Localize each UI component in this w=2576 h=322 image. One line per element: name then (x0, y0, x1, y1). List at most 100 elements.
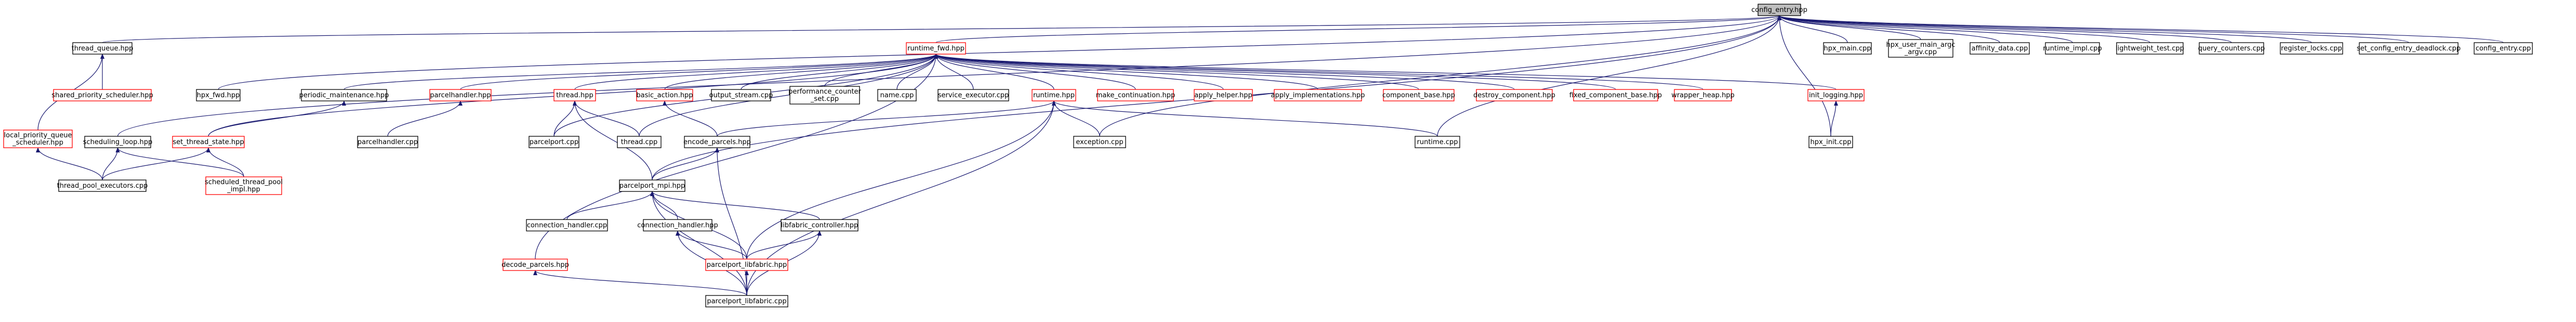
node-init-logging-hpp[interactable]: init_logging.hpp (1807, 89, 1865, 101)
node-scheduled-thread-pool-impl-hpp[interactable]: scheduled_thread_pool_impl.hpp (205, 176, 283, 195)
node-runtime-hpp[interactable]: runtime.hpp (1032, 89, 1076, 101)
node-box (643, 219, 712, 231)
edge-connection-handler-cpp-to-parcelport-mpi-hpp (566, 191, 654, 220)
edge-exception-cpp-to-runtime-hpp (1052, 100, 1100, 137)
node-box (2045, 42, 2100, 55)
node-make-continuation-hpp[interactable]: make_continuation.hpp (1096, 89, 1175, 101)
node-box (1476, 89, 1553, 101)
node-label: destroy_component.hpp (1473, 92, 1555, 99)
node-shared-priority-scheduler-hpp[interactable]: shared_priority_scheduler.hpp (51, 89, 153, 101)
node-box (301, 89, 387, 101)
edge-runtime-hpp-to-runtime-fwd-hpp (934, 54, 1054, 90)
edge-affinity-data-cpp-to-config-entry-hpp (1777, 15, 2000, 43)
node-parcelhandler-hpp[interactable]: parcelhandler.hpp (429, 89, 492, 101)
node-thread-queue-hpp[interactable]: thread_queue.hpp (72, 42, 134, 55)
edge-thread-pool-executors-cpp-to-set-thread-state-hpp (102, 147, 210, 181)
node-label: affinity_data.cpp (1972, 45, 2028, 53)
node-apply-implementations-hpp[interactable]: apply_implementations.hpp (1271, 89, 1365, 101)
node-box (2116, 42, 2184, 55)
node-parcelport-cpp[interactable]: parcelport.cpp (529, 136, 579, 148)
node-label: connection_handler.hpp (637, 222, 718, 229)
node-performance-counter-set-cpp[interactable]: performance_counter_set.cpp (788, 86, 862, 105)
edge-apply-implementations-hpp-to-runtime-fwd-hpp (934, 54, 1318, 90)
node-encode-parcels-hpp[interactable]: encode_parcels.hpp (683, 136, 751, 148)
node-apply-helper-hpp[interactable]: apply_helper.hpp (1194, 89, 1253, 101)
node-periodic-maintenance-hpp[interactable]: periodic_maintenance.hpp (299, 89, 389, 101)
node-hpx-user-main-argc-argv-cpp[interactable]: hpx_user_main_argc_argv.cpp (1886, 39, 1956, 58)
node-config-entry-cpp[interactable]: config_entry.cpp (2474, 42, 2533, 55)
node-box (1807, 89, 1865, 101)
node-register-locks-cpp[interactable]: register_locks.cpp (2280, 42, 2343, 55)
node-fixed-component-base-hpp[interactable]: fixed_component_base.hpp (1569, 89, 1662, 101)
node-label: lightweight_test.cpp (2116, 45, 2184, 53)
edge-scheduled-thread-pool-impl-hpp-to-scheduling-loop-hpp (115, 147, 244, 177)
node-config-entry-hpp[interactable]: config_entry.hpp (1751, 4, 1807, 16)
edge-lightweight-test-cpp-to-config-entry-hpp (1777, 15, 2150, 43)
node-set-config-entry-deadlock-cpp[interactable]: set_config_entry_deadlock.cpp (2357, 42, 2461, 55)
graph-nodes: config_entry.hpp thread_queue.hpp shared_p… (3, 4, 2533, 307)
node-label: periodic_maintenance.hpp (299, 92, 389, 99)
node-hpx-main-cpp[interactable]: hpx_main.cpp (1823, 42, 1872, 55)
node-box (636, 89, 693, 101)
node-component-base-hpp[interactable]: component_base.hpp (1382, 89, 1455, 101)
node-scheduling-loop-hpp[interactable]: scheduling_loop.hpp (83, 136, 153, 148)
node-service-executor-cpp[interactable]: service_executor.cpp (937, 89, 1009, 101)
edge-exception-cpp-to-config-entry-hpp (1099, 15, 1781, 137)
node-thread-pool-executors-cpp[interactable]: thread_pool_executors.cpp (57, 179, 148, 192)
node-box (705, 259, 788, 271)
node-parcelhandler-cpp[interactable]: parcelhandler.cpp (357, 136, 418, 148)
node-query-counters-cpp[interactable]: query_counters.cpp (2198, 42, 2265, 55)
node-destroy-component-hpp[interactable]: destroy_component.hpp (1473, 89, 1555, 101)
node-runtime-impl-cpp[interactable]: runtime_impl.cpp (2043, 42, 2102, 55)
node-label: exception.cpp (1076, 138, 1123, 146)
edge-libfabric-controller-hpp-to-parcelport-mpi-hpp (650, 191, 820, 220)
node-affinity-data-cpp[interactable]: affinity_data.cpp (1970, 42, 2030, 55)
node-label: config_entry.cpp (2476, 45, 2531, 53)
node-runtime-cpp[interactable]: runtime.cpp (1415, 136, 1460, 148)
node-parcelport-libfabric-hpp[interactable]: parcelport_libfabric.hpp (705, 259, 788, 271)
node-lightweight-test-cpp[interactable]: lightweight_test.cpp (2116, 42, 2184, 55)
node-output-stream-cpp[interactable]: output_stream.cpp (709, 89, 773, 101)
node-label: component_base.hpp (1382, 92, 1455, 99)
node-connection-handler-cpp[interactable]: connection_handler.cpp (526, 219, 608, 231)
edge-basic-action-hpp-to-runtime-fwd-hpp (664, 54, 938, 90)
node-exception-cpp[interactable]: exception.cpp (1073, 136, 1126, 148)
node-local-priority-queue-scheduler-hpp[interactable]: local_priority_queue_scheduler.hpp (3, 130, 73, 148)
node-set-thread-state-hpp[interactable]: set_thread_state.hpp (172, 136, 245, 148)
node-hpx-init-cpp[interactable]: hpx_init.cpp (1808, 136, 1853, 148)
edge-thread-cpp-to-thread-hpp (573, 100, 640, 137)
node-box (529, 136, 579, 148)
edge-scheduling-loop-hpp-to-config-entry-hpp (117, 15, 1781, 137)
edge-parcelport-libfabric-hpp-to-connection-handler-hpp (676, 230, 747, 260)
node-label: _impl.hpp (227, 186, 260, 194)
node-label: shared_priority_scheduler.hpp (51, 92, 153, 99)
node-box (503, 259, 568, 271)
node-runtime-fwd-hpp[interactable]: runtime_fwd.hpp (906, 42, 966, 55)
node-libfabric-controller-hpp[interactable]: libfabric_controller.hpp (781, 219, 858, 231)
edge-make-continuation-hpp-to-runtime-fwd-hpp (934, 54, 1136, 90)
node-wrapper-heap-hpp[interactable]: wrapper_heap.hpp (1671, 89, 1735, 101)
edge-thread-cpp-to-runtime-fwd-hpp (639, 54, 938, 137)
node-decode-parcels-hpp[interactable]: decode_parcels.hpp (501, 259, 569, 271)
node-box (1823, 42, 1872, 55)
node-basic-action-hpp[interactable]: basic_action.hpp (636, 89, 693, 101)
node-thread-hpp[interactable]: thread.hpp (553, 89, 596, 101)
node-box (1274, 89, 1362, 101)
edge-runtime-cpp-to-config-entry-hpp (1437, 15, 1781, 137)
node-box (619, 179, 685, 192)
edge-thread-hpp-to-runtime-fwd-hpp (574, 54, 938, 90)
edge-component-base-hpp-to-runtime-fwd-hpp (934, 54, 1419, 90)
node-parcelport-libfabric-cpp[interactable]: parcelport_libfabric.cpp (705, 295, 788, 307)
node-parcelport-mpi-hpp[interactable]: parcelport_mpi.hpp (619, 179, 685, 192)
node-box (1073, 136, 1126, 148)
node-thread-cpp[interactable]: thread.cpp (617, 136, 662, 148)
node-connection-handler-hpp[interactable]: connection_handler.hpp (637, 219, 718, 231)
node-label: init_logging.hpp (1809, 92, 1863, 99)
node-label: local_priority_queue (4, 132, 72, 139)
node-name-cpp[interactable]: name.cpp (877, 89, 917, 101)
node-hpx-fwd-hpp[interactable]: hpx_fwd.hpp (196, 89, 241, 101)
node-label: service_executor.cpp (938, 92, 1009, 99)
edge-runtime-impl-cpp-to-config-entry-hpp (1777, 15, 2073, 43)
node-label: decode_parcels.hpp (501, 261, 569, 269)
node-label: hpx_main.cpp (1824, 45, 1871, 53)
